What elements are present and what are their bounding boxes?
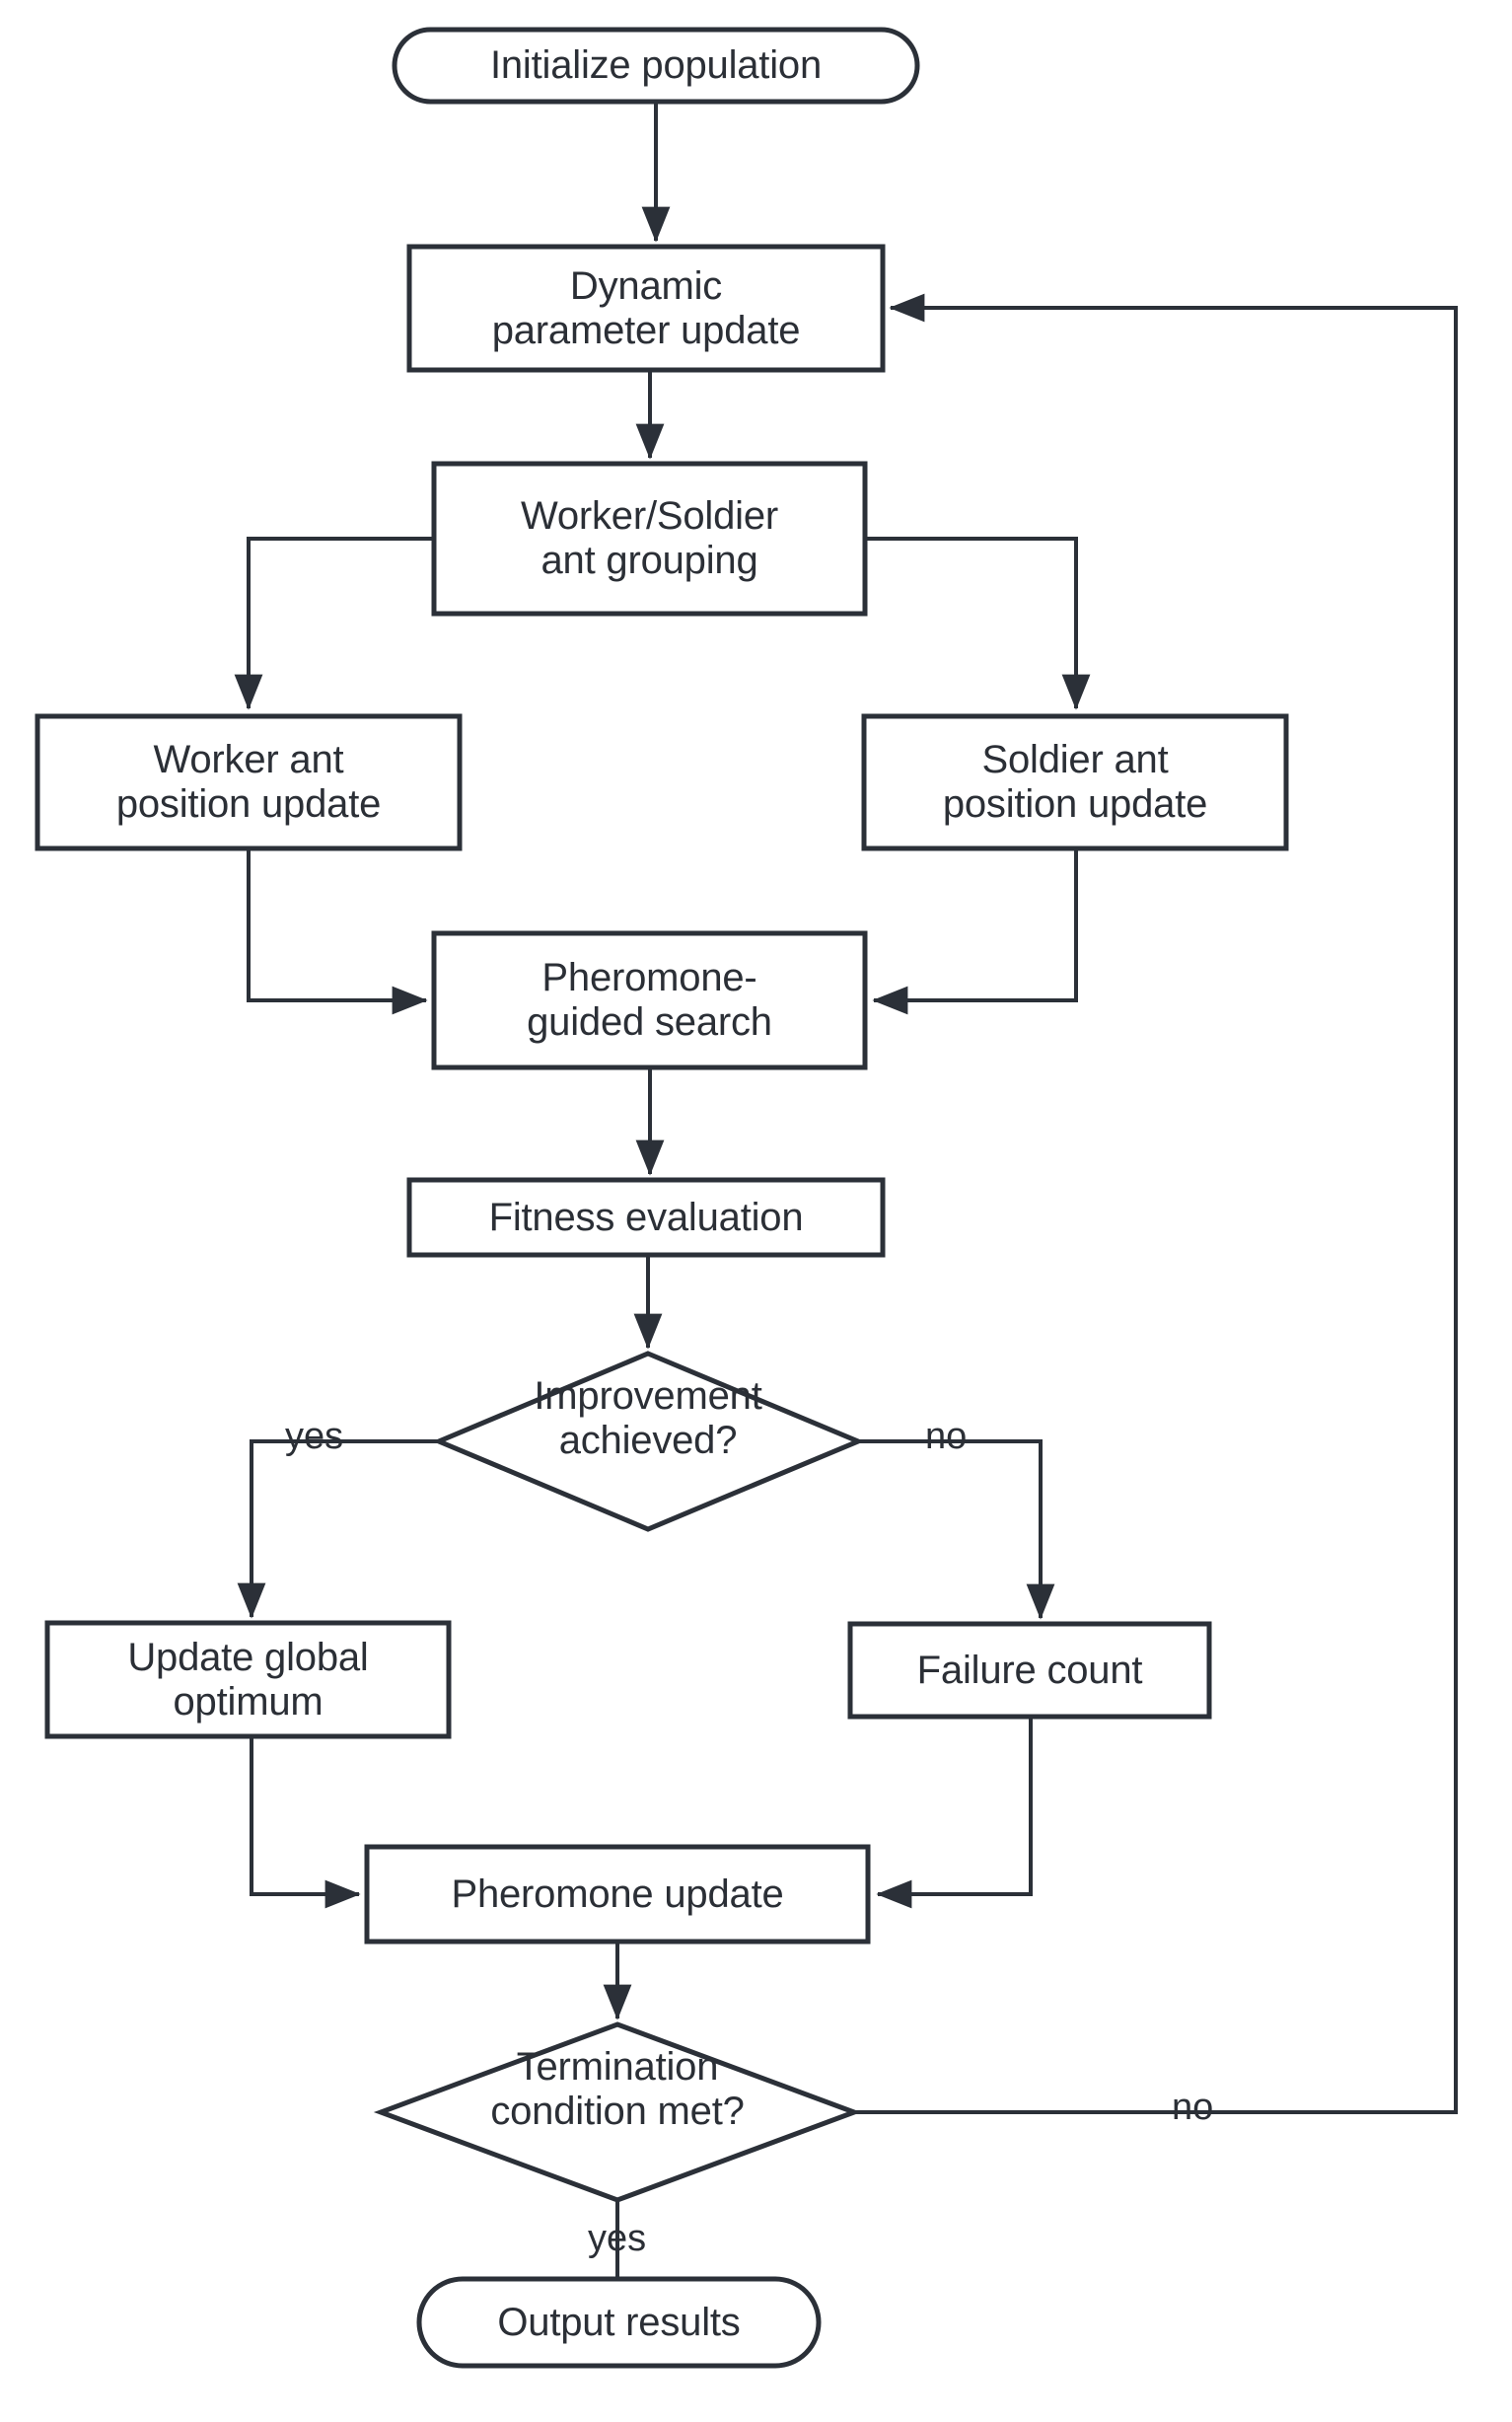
node-termination-shape [373, 2021, 862, 2203]
edge-failure-to-pheromone-update [876, 1717, 1033, 1909]
edge-soldier-to-pheromone-search [872, 848, 1078, 1015]
node-failure-shape [847, 1621, 1212, 1720]
edge-grouping-to-soldier [865, 537, 1091, 710]
edge-globalopt-to-pheromone-update [250, 1736, 361, 1909]
node-dynparam-shape [406, 244, 886, 373]
edge-worker-to-pheromone-search [247, 848, 428, 1015]
edge-grouping-to-worker [234, 537, 434, 710]
edge-improvement-yes-to-globalopt [237, 1439, 439, 1619]
node-grouping-shape [431, 461, 868, 617]
node-init-shape [392, 27, 920, 105]
edge-label-improvement-no: no [925, 1416, 968, 1457]
edge-label-improvement-yes: yes [285, 1416, 344, 1457]
edge-label-termination-yes: yes [588, 2218, 647, 2259]
edge-termination-no-to-dynparam [854, 293, 1458, 2114]
node-globalopt-shape [44, 1620, 452, 1739]
node-pheromone-update-shape [364, 1844, 871, 1945]
node-soldier-shape [861, 713, 1289, 851]
edge-improvement-no-to-failure [858, 1439, 1055, 1620]
node-worker-shape [35, 713, 463, 851]
edge-label-termination-no: no [1172, 2087, 1214, 2128]
node-output-shape [416, 2276, 822, 2369]
node-fitness-shape [406, 1177, 886, 1258]
node-pheromone-search-shape [431, 930, 868, 1070]
node-improvement-shape [432, 1351, 865, 1532]
